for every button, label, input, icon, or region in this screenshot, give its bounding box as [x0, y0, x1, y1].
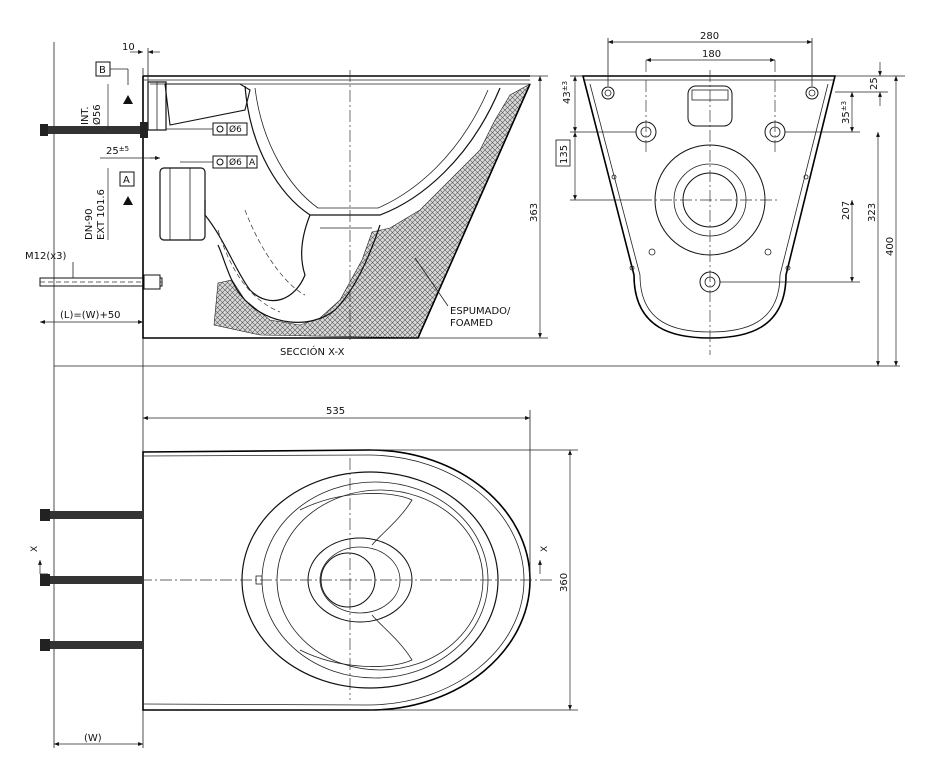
foam-region [213, 83, 531, 339]
outlet-label: DN-90 [84, 208, 95, 240]
inlet-label: INT. [80, 106, 91, 125]
dim-323: 323 [867, 203, 878, 222]
tolerance-frame-b: Ø6 [166, 122, 248, 136]
dim-top-offset: 10 [122, 42, 135, 53]
outlet-pipe [159, 167, 206, 241]
dim-height-363: 363 [529, 203, 540, 222]
dim-207: 207 [841, 201, 852, 220]
trap-outline [204, 200, 381, 323]
length-formula: (L)=(W)+50 [60, 310, 121, 321]
svg-text:Ø6: Ø6 [229, 157, 242, 168]
section-view: 10 25±5 B A INT. Ø56 DN-90 EXT 101.6 [25, 42, 548, 358]
bolt-label: M12(x3) [25, 251, 67, 262]
dim-535: 535 [326, 406, 345, 417]
datum-b: B [99, 65, 106, 76]
svg-text:Ø6: Ø6 [229, 124, 242, 135]
plan-view: 535 360 X X (W) [30, 406, 578, 746]
datum-a: A [123, 175, 130, 186]
upper-fixing-bolt [40, 122, 148, 138]
dim-400: 400 [885, 237, 896, 256]
wall-reference-lines [53, 42, 900, 748]
section-mark-left: X [30, 546, 40, 552]
foam-label-es: ESPUMADO/ [450, 306, 511, 317]
wall-thickness: (W) [84, 733, 102, 744]
dim-25: 25 [869, 77, 880, 90]
dim-35: 35±3 [840, 101, 852, 124]
dim-280: 280 [700, 31, 719, 42]
bowl-interior [244, 85, 501, 216]
dim-180: 180 [702, 49, 721, 60]
body-outline [142, 76, 531, 339]
dim-43: 43±3 [561, 81, 573, 104]
foam-label-en: FOAMED [450, 318, 493, 329]
dim-135: 135 [559, 145, 570, 164]
lower-threaded-rod [39, 274, 163, 290]
svg-text:EXT 101.6: EXT 101.6 [96, 189, 107, 240]
svg-text:Ø56: Ø56 [91, 104, 103, 125]
dim-offset-25: 25±5 [106, 145, 129, 157]
datum-a-box [119, 171, 135, 187]
dim-360: 360 [559, 573, 570, 592]
rear-hole-left [601, 86, 615, 100]
plan-stud-bottom [40, 639, 144, 651]
svg-text:A: A [249, 158, 256, 168]
section-mark-right: X [540, 546, 550, 552]
plan-stud-middle [40, 574, 144, 586]
rear-view: 280 180 43±3 135 25 35±3 207 323 400 [555, 31, 905, 366]
plan-stud-top [40, 509, 144, 521]
tolerance-frame-a: Ø6 A [180, 155, 258, 169]
rear-hole-right [805, 86, 819, 100]
section-caption: SECCIÓN X-X [280, 345, 345, 358]
